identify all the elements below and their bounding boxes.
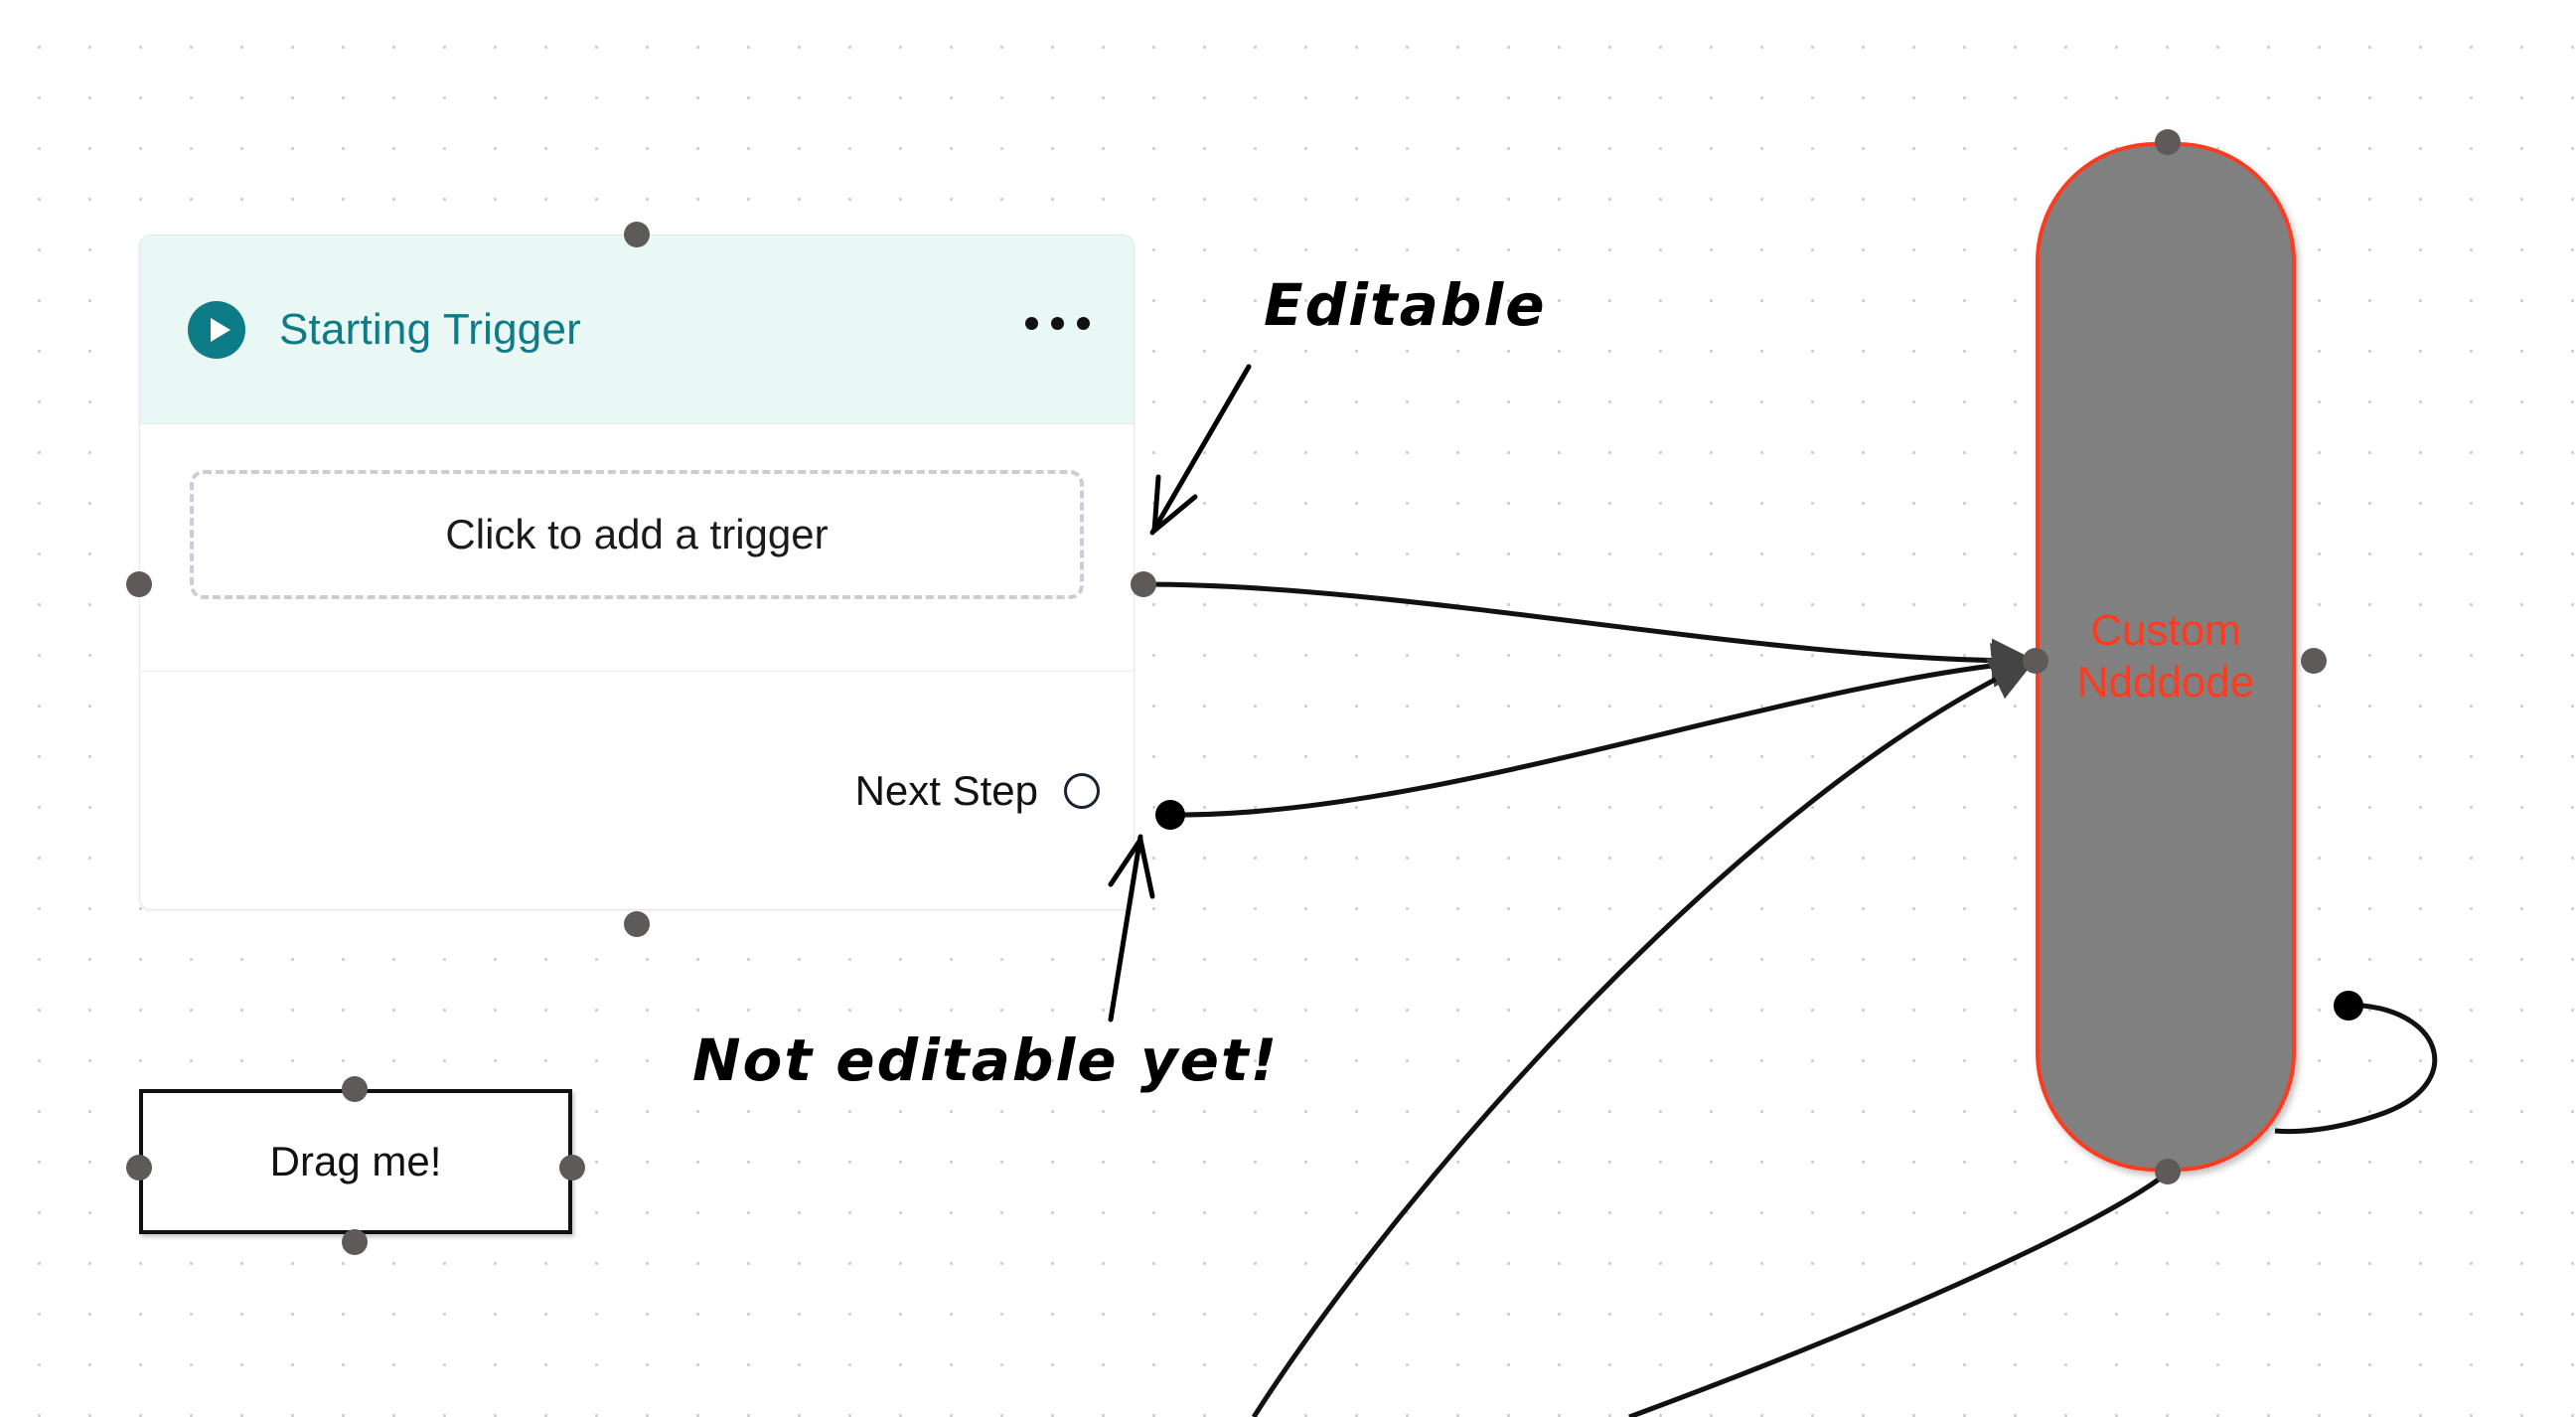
annotation-not-editable: Not editable yet! bbox=[692, 1026, 1280, 1094]
drag-me-node[interactable]: Drag me! bbox=[139, 1089, 572, 1234]
dragme-port-right[interactable] bbox=[559, 1155, 585, 1181]
trigger-node-header: Starting Trigger bbox=[140, 236, 1134, 424]
trigger-node-body: Click to add a trigger bbox=[140, 424, 1134, 599]
trigger-port-right-output[interactable] bbox=[1131, 571, 1156, 597]
trigger-node-divider bbox=[140, 671, 1134, 672]
ellipsis-icon[interactable] bbox=[1025, 317, 1090, 342]
add-trigger-button[interactable]: Click to add a trigger bbox=[190, 470, 1084, 599]
drag-me-label: Drag me! bbox=[269, 1138, 442, 1184]
next-step-output-port[interactable] bbox=[1155, 800, 1185, 830]
trigger-port-bottom[interactable] bbox=[624, 911, 650, 937]
next-step-port-circle[interactable] bbox=[1064, 773, 1100, 809]
dragme-port-bottom[interactable] bbox=[342, 1229, 368, 1255]
custom-node-port-right[interactable] bbox=[2301, 648, 2327, 674]
add-trigger-label: Click to add a trigger bbox=[445, 511, 829, 557]
next-step-label: Next Step bbox=[854, 767, 1038, 814]
dragme-port-left[interactable] bbox=[126, 1155, 152, 1181]
annotation-editable: Editable bbox=[1264, 271, 1547, 339]
custom-node-port-bottom[interactable] bbox=[2155, 1159, 2181, 1184]
trigger-node-title: Starting Trigger bbox=[279, 304, 582, 354]
custom-node-label: Custom Ndddode bbox=[2063, 605, 2269, 708]
custom-node-port-top[interactable] bbox=[2155, 129, 2181, 155]
custom-node[interactable]: Custom Ndddode bbox=[2036, 142, 2296, 1172]
dragme-port-top[interactable] bbox=[342, 1076, 368, 1102]
trigger-port-top[interactable] bbox=[624, 222, 650, 247]
trigger-port-left[interactable] bbox=[126, 571, 152, 597]
custom-node-label-line1: Custom bbox=[2090, 606, 2241, 656]
play-circle-icon bbox=[186, 299, 247, 361]
custom-node-port-left-input[interactable] bbox=[2023, 648, 2048, 674]
custom-node-loop-source-port[interactable] bbox=[2334, 991, 2363, 1021]
custom-node-label-line2: Ndddode bbox=[2076, 658, 2255, 707]
next-step-row: Next Step bbox=[140, 671, 1134, 909]
starting-trigger-node[interactable]: Starting Trigger Click to add a trigger … bbox=[139, 235, 1135, 910]
